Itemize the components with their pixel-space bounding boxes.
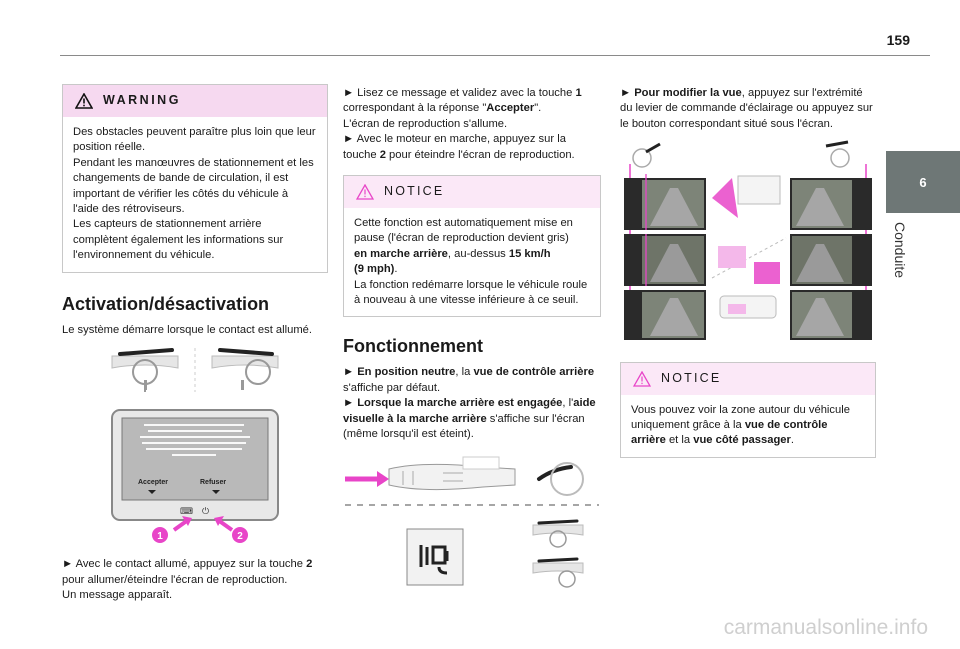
notice-2-text: Vous pouvez voir la zone autour du véhic… [631,403,850,447]
chapter-label-text: Conduite [892,222,908,279]
notice-box-1: NOTICE Cette fonction est automatiquemen… [343,175,601,318]
notice-1-text: Cette fonction est automatiquement mise … [354,217,588,307]
column-3: ► Pour modifier la vue, appuyez sur l'ex… [620,86,876,458]
fonctionnement-text: ► En position neutre, la vue de contrôle… [343,366,596,441]
camera-view-left-1 [624,178,706,231]
warning-icon [75,93,93,109]
warning-title: WARNING [103,93,181,108]
col2-paragraph: ► Lisez ce message et validez avec la to… [343,87,582,161]
warning-header: WARNING [63,85,327,117]
mini-wheel-1-icon [532,519,584,548]
page-number: 159 [886,32,910,48]
camera-view-left-2 [624,234,706,287]
car-view-icons [711,175,787,319]
svg-text:2: 2 [237,531,243,542]
lever-illustration [343,454,601,603]
notice-1-header: NOTICE [344,176,600,209]
notice-icon [633,370,651,387]
svg-text:⏻: ⏻ [202,506,209,517]
notice-box-2: NOTICE Vous pouvez voir la zone autour d… [620,361,876,458]
camera-view-left-3 [624,290,706,341]
mini-wheel-2-icon [532,557,584,588]
watermark: carmanualsonline.info [723,616,928,639]
notice-1-title: NOTICE [384,184,445,199]
notice-icon [356,184,374,200]
callout-1 [152,527,168,544]
fonctionnement-heading: Fonctionnement [343,336,483,357]
column-1: WARNING Des obstacles peuvent paraître p… [62,84,328,604]
chapter-label: Conduite [886,222,916,302]
activation-intro: Le système démarre lorsque le contact es… [62,323,312,336]
warning-text: Des obstacles peuvent paraître plus loin… [73,126,316,262]
notice-2-title: NOTICE [661,370,722,385]
header-rule [60,55,930,56]
steering-wheel-left-icon [111,348,179,393]
activation-step1: ► Avec le contact allumé, appuyez sur la… [62,558,313,602]
chapter-tab[interactable]: 6 [886,151,960,213]
lever-tip-left-icon [632,142,661,168]
screen-illustration: Accepter Refuser ⌨ ⏻ 1 2 [62,344,328,545]
notice-2-header: NOTICE [621,362,875,395]
camera-view-right-1 [790,178,872,231]
svg-text:⌨: ⌨ [180,507,193,517]
col3-paragraph: ► Pour modifier la vue, appuyez sur l'ex… [620,87,873,130]
screen-accept-label: Accepter [138,479,168,486]
column-2: ► Lisez ce message et validez avec la to… [343,86,601,608]
screen-refuse-label: Refuser [200,479,226,486]
camera-button-icon [419,544,449,574]
activation-heading: Activation/désactivation [62,293,270,314]
lever-tip-right-icon [825,140,850,168]
camera-view-right-3 [790,290,872,341]
steering-wheel-right-icon [211,348,279,391]
camera-view-right-2 [790,234,872,287]
svg-text:1: 1 [157,531,163,542]
camera-views-illustration [620,138,876,343]
warning-box: WARNING Des obstacles peuvent paraître p… [62,84,328,273]
callout-2 [232,527,248,544]
